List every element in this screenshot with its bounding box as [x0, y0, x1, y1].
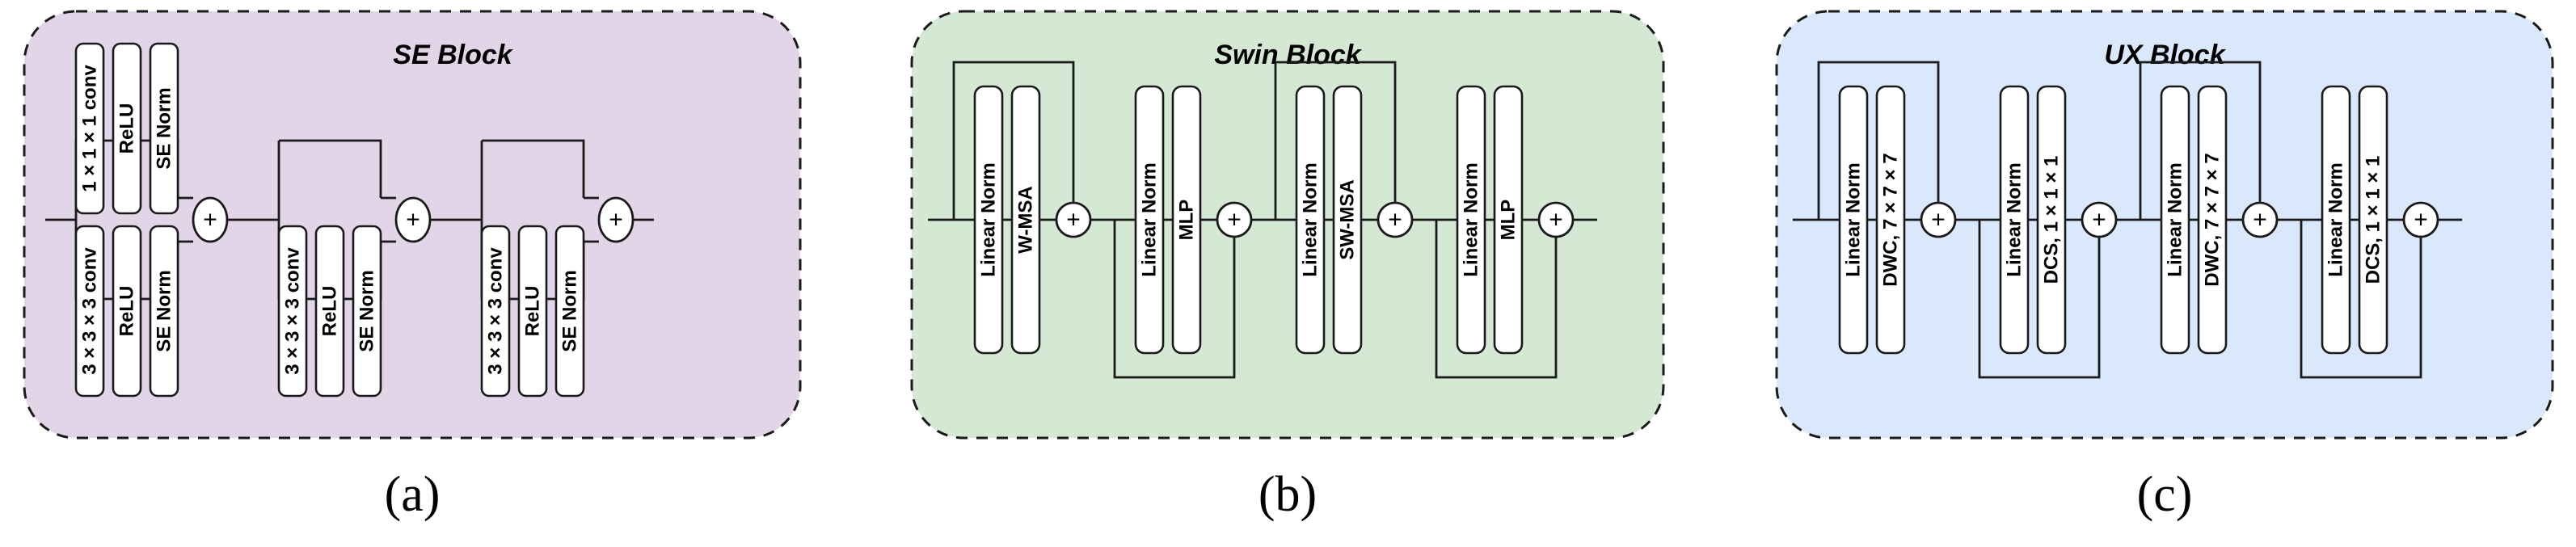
swin-block-op-box-2-0	[1295, 85, 1326, 355]
ux-block-op-label-2-1: DWC, 7 × 7 × 7	[2202, 153, 2224, 286]
se-wire-skip-2	[482, 139, 585, 198]
swin-block-op-box-2-1	[1332, 85, 1363, 355]
panel-caption-se-block: (a)	[385, 467, 441, 522]
ux-block-op-label-1-1: DCS, 1 × 1 × 1	[2041, 156, 2063, 284]
swin-block-op-box-0-1	[1010, 85, 1041, 355]
ux-block-op-box-2-1	[2197, 85, 2228, 355]
ux-block-group-0: Linear Norm DWC, 7 × 7 × 7 +	[1817, 61, 1979, 355]
ux-block-skip-wire-0	[1817, 61, 1940, 220]
ux-block-op-box-0-1	[1875, 85, 1906, 355]
panel-caption-swin-block: (b)	[1258, 467, 1317, 522]
ux-block-plus-glyph-0: +	[1931, 207, 1946, 234]
se-op-label-bottom-1-1: ReLU	[319, 286, 341, 337]
ux-block-plus-glyph-3: +	[2414, 207, 2428, 234]
ux-block-op-label-2-0: Linear Norm	[2165, 162, 2186, 276]
swin-block-plus-glyph-3: +	[1549, 207, 1563, 234]
se-op-box-bottom-0-2	[149, 225, 179, 398]
se-plus-glyph-0: +	[203, 207, 217, 234]
se-op-box-bottom-2-0	[480, 225, 511, 398]
se-op-box-top-0-1	[112, 42, 142, 215]
ux-block-skip-wire-3	[2300, 220, 2422, 379]
swin-block-op-box-0-0	[973, 85, 1004, 355]
se-op-box-bottom-0-1	[112, 225, 142, 398]
se-group-1: 3 × 3 × 3 conv ReLU SE Norm +	[248, 139, 451, 398]
se-wire-skip-1	[279, 139, 382, 198]
ux-block-op-box-1-1	[2036, 85, 2067, 355]
swin-block-op-label-2-1: SW-MSA	[1337, 179, 1359, 260]
swin-block-group-0: Linear Norm W-MSA +	[952, 61, 1115, 355]
ux-block-plus-glyph-1: +	[2092, 207, 2106, 234]
ux-block-op-box-2-0	[2160, 85, 2190, 355]
ux-block-op-label-0-1: DWC, 7 × 7 × 7	[1880, 153, 1902, 286]
se-op-label-top-0-2: SE Norm	[154, 87, 175, 169]
ux-block-group-3: Linear Norm DCS, 1 × 1 × 1 +	[2300, 85, 2462, 379]
swin-block-op-label-1-0: Linear Norm	[1139, 162, 1161, 276]
se-op-box-bottom-1-1	[314, 225, 345, 398]
panel-title-ux-block: UX Block	[2104, 40, 2226, 70]
ux-block-op-label-0-0: Linear Norm	[1843, 162, 1865, 276]
swin-block-op-box-1-1	[1171, 85, 1202, 355]
swin-block-plus-glyph-1: +	[1227, 207, 1242, 234]
swin-block-group-2: Linear Norm SW-MSA +	[1274, 61, 1436, 355]
se-op-box-top-0-2	[149, 42, 179, 215]
swin-block-op-box-3-0	[1456, 85, 1486, 355]
se-op-label-bottom-2-1: ReLU	[522, 286, 544, 337]
se-op-label-bottom-2-2: SE Norm	[559, 270, 581, 351]
se-plus-glyph-1: +	[406, 207, 420, 234]
se-op-label-bottom-1-2: SE Norm	[356, 270, 378, 351]
se-op-label-bottom-1-0: 3 × 3 × 3 conv	[282, 247, 304, 375]
ux-block-plus-glyph-2: +	[2253, 207, 2267, 234]
se-op-label-bottom-0-2: SE Norm	[154, 270, 175, 351]
se-op-label-top-0-0: 1 × 1 × 1 conv	[79, 65, 101, 192]
se-op-box-bottom-1-0	[277, 225, 308, 398]
swin-block-plus-glyph-0: +	[1066, 207, 1081, 234]
swin-block-op-label-0-0: Linear Norm	[978, 162, 1000, 276]
ux-block-op-box-0-0	[1838, 85, 1869, 355]
panel-title-se-block: SE Block	[393, 40, 513, 70]
se-op-box-top-0-0	[74, 42, 105, 215]
swin-block-skip-wire-2	[1274, 61, 1397, 220]
swin-block-op-label-2-0: Linear Norm	[1300, 162, 1322, 276]
se-op-label-bottom-0-1: ReLU	[116, 286, 138, 337]
swin-block-op-label-3-0: Linear Norm	[1461, 162, 1482, 276]
panel-caption-ux-block: (c)	[2137, 467, 2193, 522]
swin-block-skip-wire-3	[1435, 220, 1558, 379]
panel-title-swin-block: Swin Block	[1214, 40, 1362, 70]
ux-block-op-label-3-1: DCS, 1 × 1 × 1	[2363, 156, 2384, 284]
se-group-2: 3 × 3 × 3 conv ReLU SE Norm +	[451, 139, 654, 398]
se-op-label-bottom-0-0: 3 × 3 × 3 conv	[79, 247, 101, 375]
ux-block-op-box-3-1	[2358, 85, 2388, 355]
ux-block-op-box-1-0	[1999, 85, 2030, 355]
se-op-box-bottom-0-0	[74, 225, 105, 398]
se-op-label-bottom-2-0: 3 × 3 × 3 conv	[485, 247, 507, 375]
swin-block-skip-wire-1	[1113, 220, 1236, 379]
swin-block-op-label-3-1: MLP	[1498, 200, 1520, 241]
swin-block-plus-glyph-2: +	[1388, 207, 1402, 234]
swin-block-group-1: Linear Norm MLP +	[1113, 85, 1275, 379]
se-op-label-top-0-1: ReLU	[116, 103, 138, 154]
swin-block-skip-wire-0	[952, 61, 1075, 220]
swin-block-op-label-0-1: W-MSA	[1015, 186, 1037, 254]
swin-block-op-box-1-0	[1134, 85, 1165, 355]
ux-block-group-1: Linear Norm DCS, 1 × 1 × 1 +	[1978, 85, 2140, 379]
ux-block-group-2: Linear Norm DWC, 7 × 7 × 7 +	[2139, 61, 2301, 355]
se-op-box-bottom-2-2	[554, 225, 585, 398]
ux-block-op-label-3-0: Linear Norm	[2325, 162, 2347, 276]
ux-block-skip-wire-1	[1978, 220, 2101, 379]
swin-block-op-label-1-1: MLP	[1176, 200, 1198, 241]
se-op-box-bottom-1-2	[352, 225, 382, 398]
swin-block-op-box-3-1	[1493, 85, 1524, 355]
ux-block-skip-wire-2	[2139, 61, 2262, 220]
ux-block-op-box-3-0	[2321, 85, 2351, 355]
swin-block-group-3: Linear Norm MLP +	[1435, 85, 1597, 379]
se-plus-glyph-2: +	[609, 207, 623, 234]
se-op-box-bottom-2-1	[517, 225, 548, 398]
ux-block-op-label-1-0: Linear Norm	[2004, 162, 2026, 276]
